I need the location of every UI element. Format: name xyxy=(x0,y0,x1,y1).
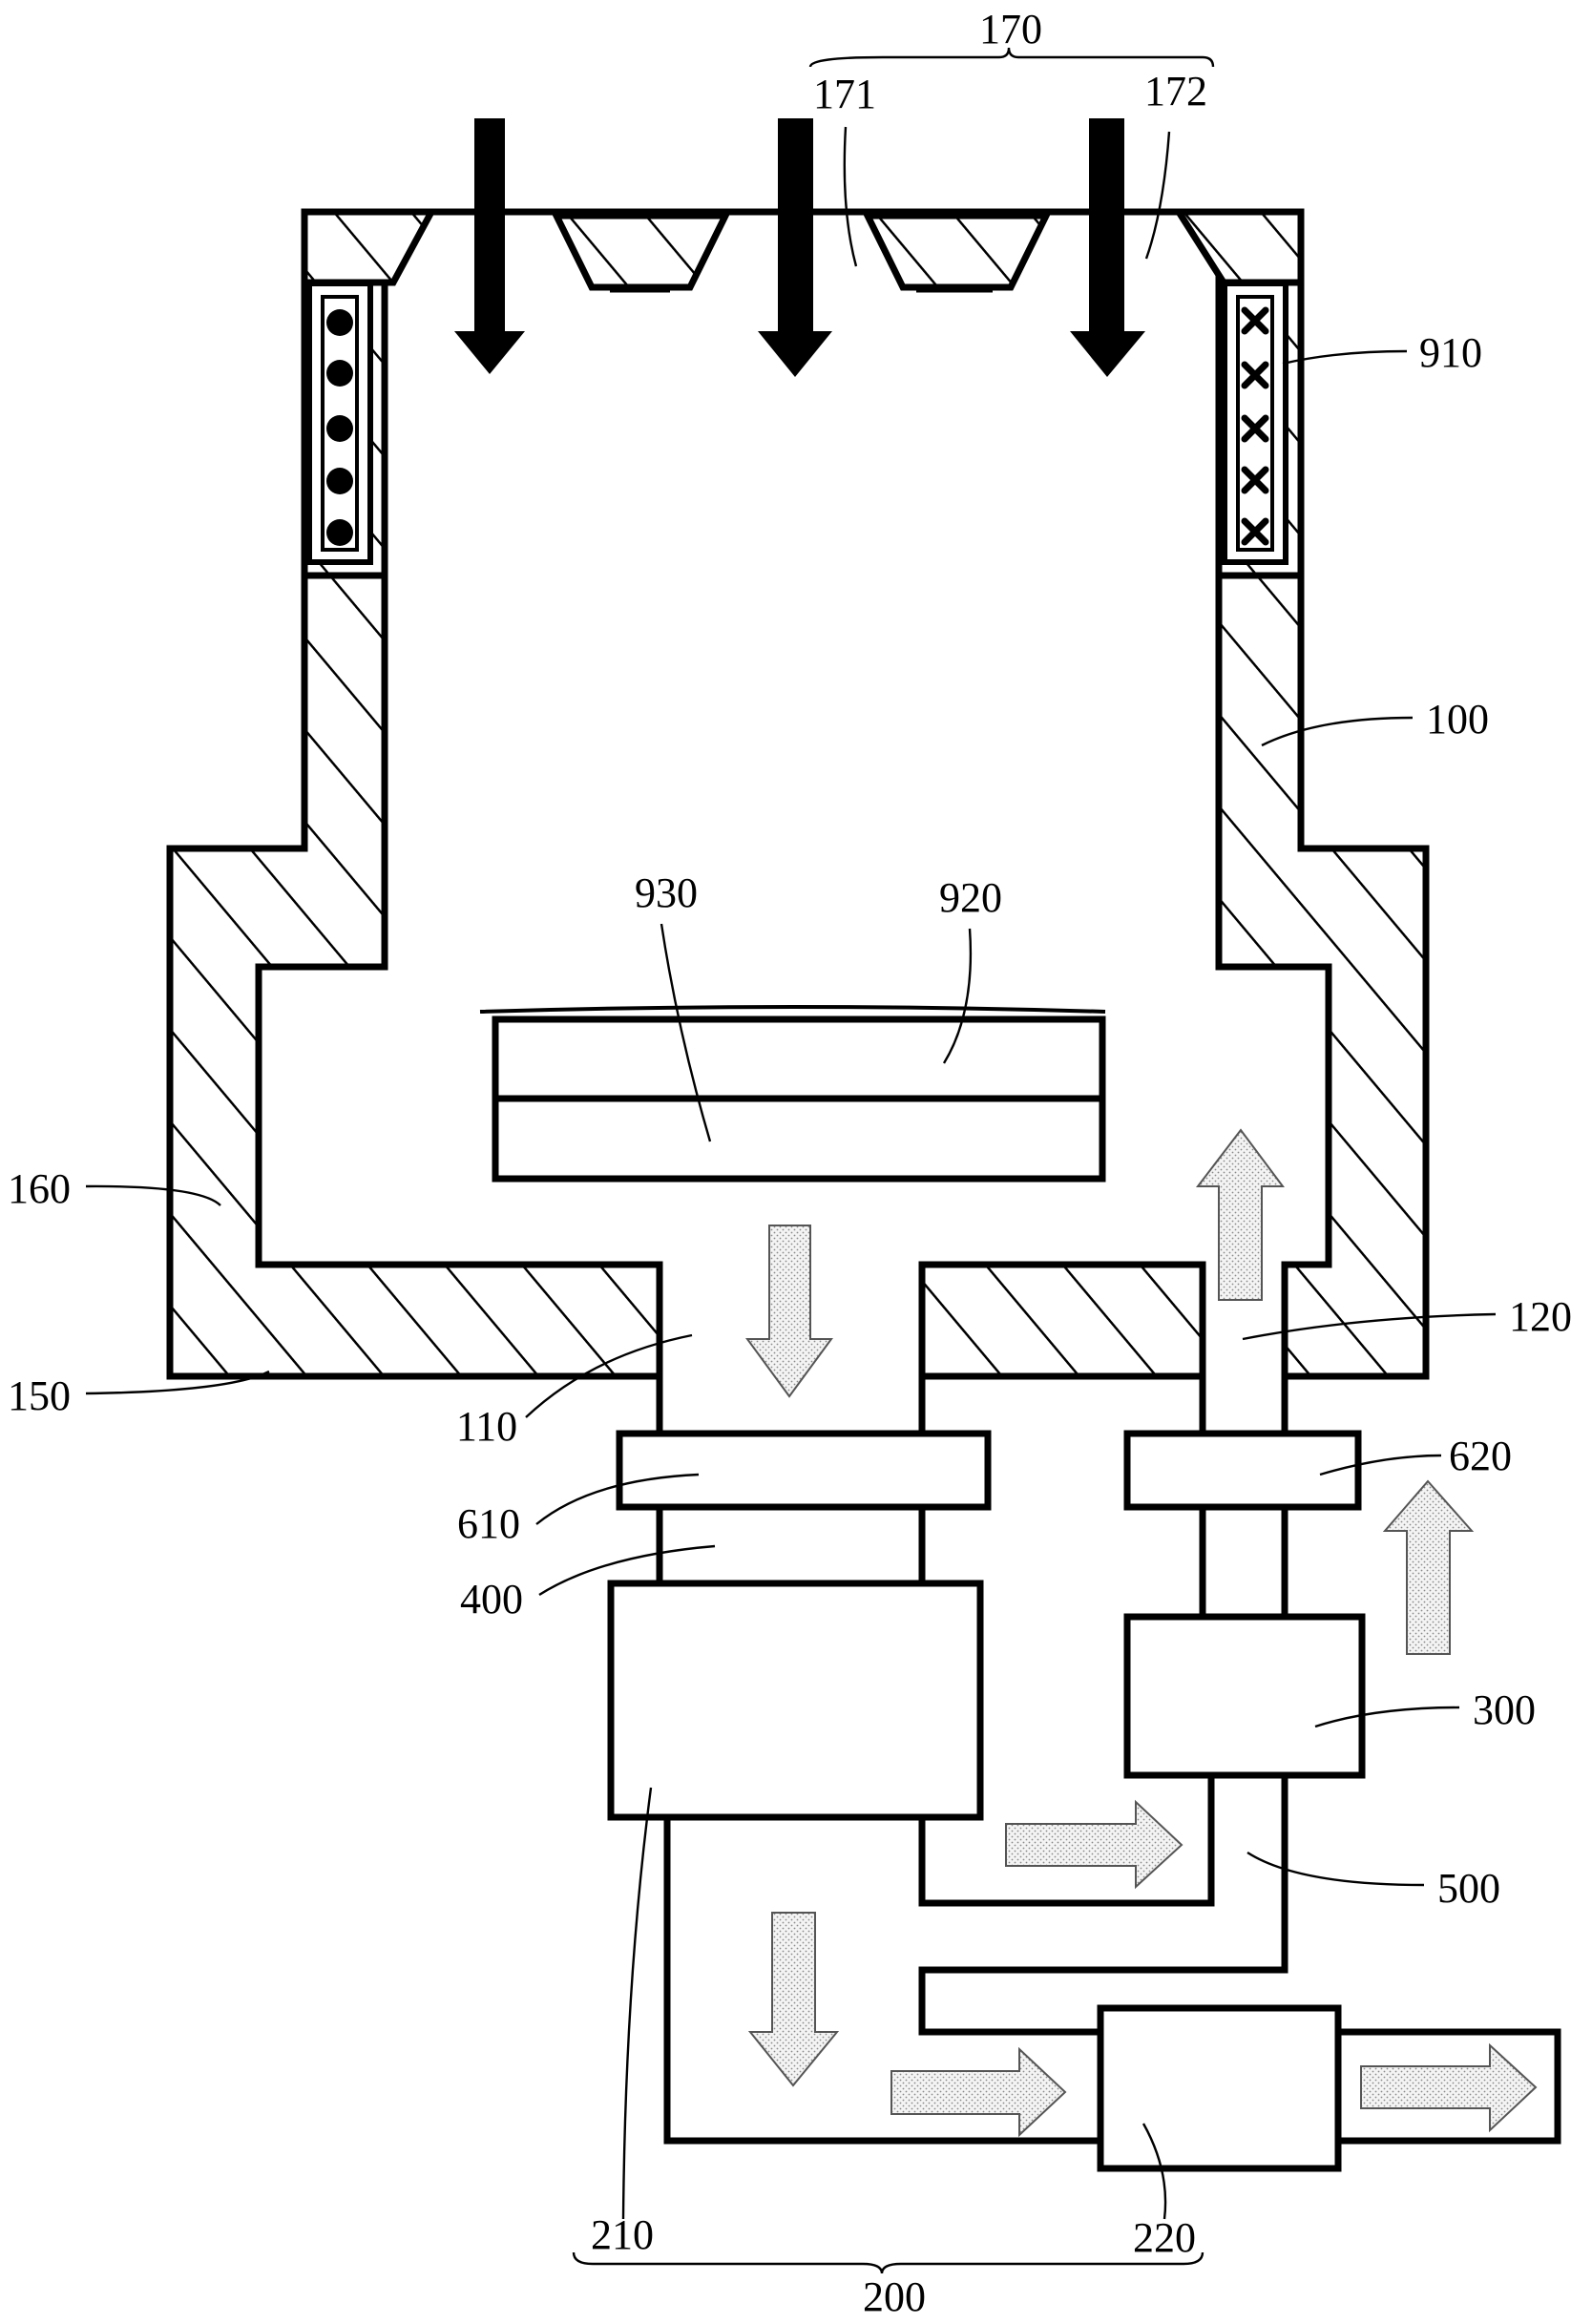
flow-arrow-up-120 xyxy=(1195,1128,1285,1301)
flow-arrow-up-300 xyxy=(1382,1479,1475,1655)
chamber-wall-left xyxy=(166,572,663,1380)
label-300: 300 xyxy=(1473,1686,1536,1733)
label-910: 910 xyxy=(1419,329,1482,376)
top-lid-right-segment xyxy=(1172,208,1305,286)
label-610: 610 xyxy=(457,1500,520,1547)
coil-cross-icon xyxy=(1241,361,1269,389)
label-120: 120 xyxy=(1509,1293,1572,1340)
electrostatic-chuck-920 xyxy=(492,1015,1106,1102)
label-172: 172 xyxy=(1144,68,1207,115)
label-100: 100 xyxy=(1426,696,1489,743)
coil-right xyxy=(1222,281,1288,565)
label-170: 170 xyxy=(979,6,1042,52)
gas-distributor-block-2 xyxy=(862,212,1052,291)
flow-arrow-down-210 xyxy=(747,1912,840,2087)
coil-left xyxy=(306,281,373,565)
label-400: 400 xyxy=(460,1576,523,1623)
coil-dot-icon xyxy=(326,468,353,494)
coil-dot-icon xyxy=(326,519,353,546)
brace-200 xyxy=(572,2251,1204,2274)
unit-220 xyxy=(1097,2004,1342,2172)
base-930 xyxy=(492,1095,1106,1183)
label-930: 930 xyxy=(635,869,698,916)
leader-lines xyxy=(85,126,1497,2220)
flow-arrow-right-220-in xyxy=(890,2046,1067,2138)
gas-inlet-arrow-right xyxy=(1070,118,1145,377)
wafer-930 xyxy=(479,1005,1106,1014)
label-200: 200 xyxy=(863,2273,926,2320)
gas-distributor-block-1 xyxy=(551,212,731,291)
coil-dot-icon xyxy=(326,309,353,336)
chamber-floor-right xyxy=(918,1261,1206,1380)
label-171: 171 xyxy=(813,71,876,117)
label-920: 920 xyxy=(939,874,1002,921)
label-150: 150 xyxy=(8,1372,71,1419)
unit-300 xyxy=(1123,1613,1366,1779)
pump-210 xyxy=(607,1580,984,1821)
brace-170 xyxy=(808,47,1215,68)
coil-cross-icon xyxy=(1241,414,1269,443)
flow-arrow-right-220-out xyxy=(1360,2042,1538,2133)
label-160: 160 xyxy=(8,1165,71,1212)
label-620: 620 xyxy=(1449,1433,1512,1479)
coil-cross-icon xyxy=(1241,466,1269,494)
valve-610 xyxy=(616,1430,992,1511)
coil-cross-icon xyxy=(1241,517,1269,546)
gas-inlet-arrow-center xyxy=(758,118,832,377)
label-110: 110 xyxy=(456,1403,517,1450)
flow-arrow-right-500 xyxy=(1005,1799,1184,1890)
coil-cross-icon xyxy=(1241,306,1269,335)
coil-dot-icon xyxy=(326,415,353,442)
top-lid-left-segment xyxy=(301,208,437,286)
flow-arrow-down-110 xyxy=(745,1225,833,1398)
coil-dot-icon xyxy=(326,360,353,387)
label-220: 220 xyxy=(1133,2214,1196,2261)
valve-620 xyxy=(1123,1430,1362,1511)
label-500: 500 xyxy=(1437,1865,1500,1912)
gas-inlet-arrow-left xyxy=(454,118,525,374)
label-210: 210 xyxy=(591,2211,654,2258)
